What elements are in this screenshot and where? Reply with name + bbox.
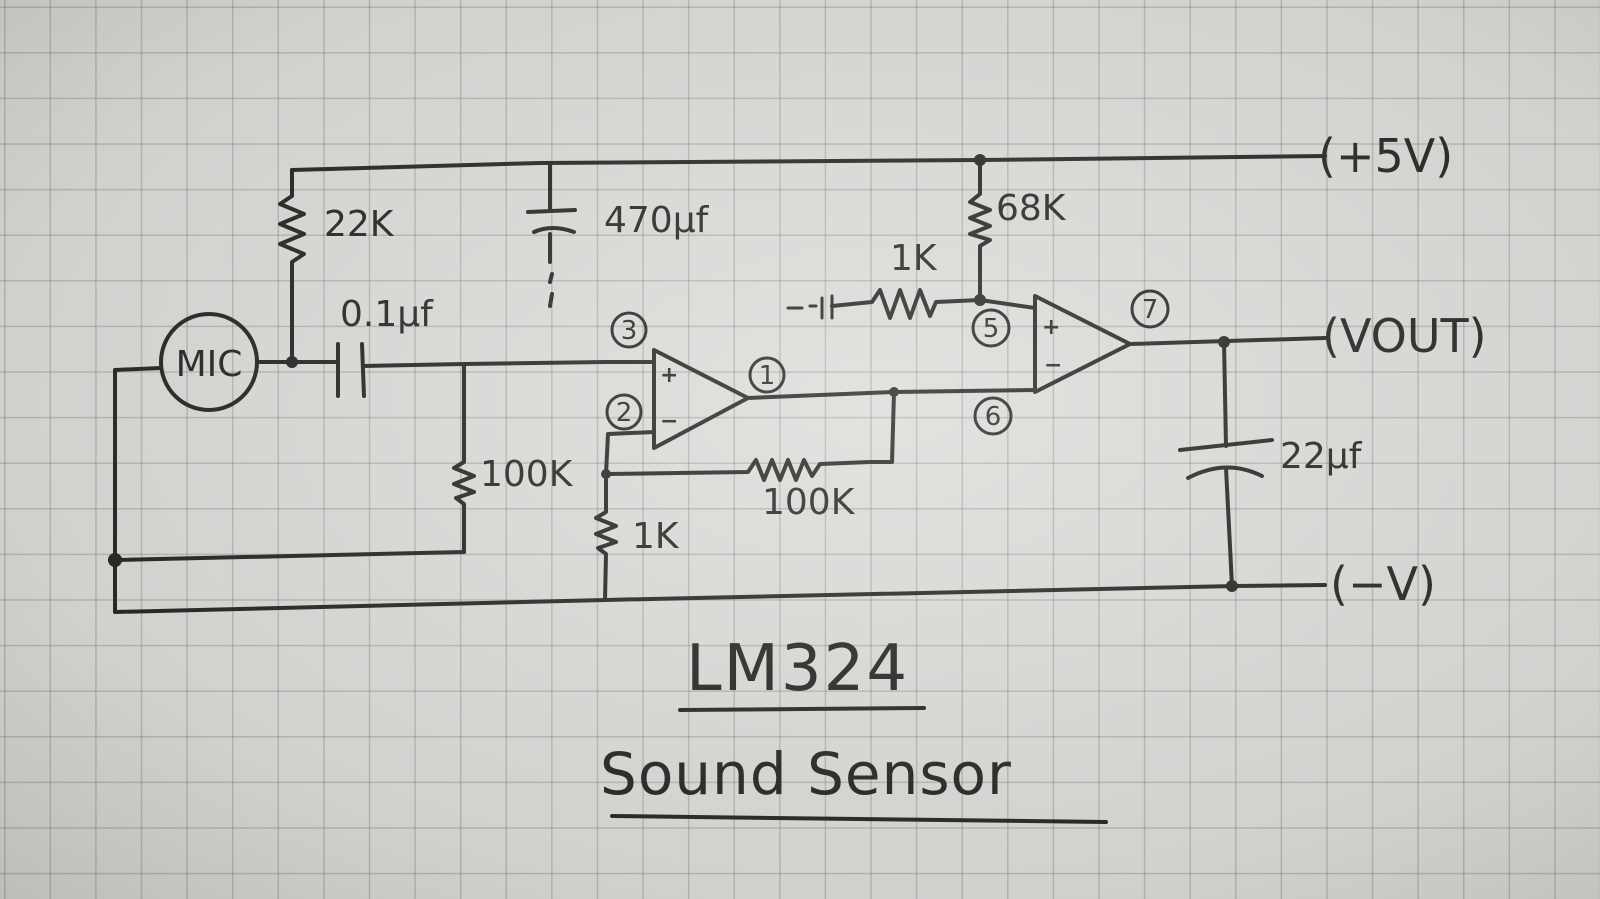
label-1k-bottom: 1K — [632, 516, 680, 557]
vplus-rail-wire — [290, 154, 1327, 172]
opamp2-minus: − — [1044, 353, 1062, 378]
label-68k: 68K — [996, 188, 1067, 229]
resistor-1k-top — [830, 288, 982, 320]
pin-7-circle — [1130, 289, 1170, 329]
junction-ground-right — [1226, 580, 1238, 592]
opamp-2 — [1033, 294, 1132, 394]
pin-6-label: 6 — [985, 402, 1002, 432]
chip-title: LM324 — [686, 632, 909, 706]
junction-mic-22k — [286, 356, 298, 368]
opamp1-inverting-wire — [604, 430, 656, 476]
sound-sensor-title: Sound Sensor — [600, 740, 1012, 808]
label-1k-top: 1K — [890, 238, 938, 279]
capacitor-22uf — [1178, 340, 1274, 588]
label-mic: MIC — [176, 344, 243, 385]
resistor-1k-bottom — [594, 472, 618, 602]
pin-2-circle — [605, 393, 643, 431]
chip-title-underline — [678, 706, 926, 712]
pin-7-label: 7 — [1142, 295, 1159, 325]
terminal-vminus: (−V) — [1330, 557, 1436, 611]
label-22uf: 22μf — [1280, 436, 1363, 477]
label-100k-feedback: 100K — [762, 482, 856, 523]
mic-ground-wire — [113, 366, 1327, 614]
pin-3-label: 3 — [621, 316, 638, 346]
pin-2-label: 2 — [616, 398, 633, 428]
junction-ground-left — [108, 553, 122, 567]
opamp1-minus: − — [660, 409, 678, 434]
input-stub-wire — [786, 294, 834, 320]
terminal-vplus: (+5V) — [1318, 129, 1453, 183]
label-0.1uf: 0.1μf — [340, 294, 434, 335]
resistor-100k-feedback — [604, 390, 896, 482]
pin-5-circle — [971, 308, 1011, 348]
resistor-68k — [968, 158, 992, 302]
pin-6-circle — [973, 396, 1013, 436]
sound-sensor-underline — [610, 814, 1108, 824]
label-100k-left: 100K — [480, 454, 574, 495]
junction-opamp1-out — [889, 387, 899, 397]
resistor-22k — [278, 168, 306, 364]
wire-pin5 — [978, 298, 1037, 310]
pin-1-label: 1 — [759, 361, 776, 391]
label-470uf: 470μf — [604, 200, 710, 241]
label-22k: 22K — [324, 204, 395, 245]
pin-3-circle — [610, 311, 648, 349]
opamp2-plus: + — [1042, 315, 1060, 340]
opamp-1 — [652, 348, 750, 450]
pin-5-label: 5 — [983, 314, 1000, 344]
resistor-100k-left — [452, 362, 476, 554]
ground-short-wire — [113, 550, 466, 562]
capacitor-470uf — [526, 161, 577, 308]
pin-1-circle — [748, 356, 786, 394]
opamp1-plus: + — [660, 363, 678, 388]
capacitor-0.1uf — [336, 342, 654, 398]
terminal-vout: (VOUT) — [1322, 309, 1487, 363]
